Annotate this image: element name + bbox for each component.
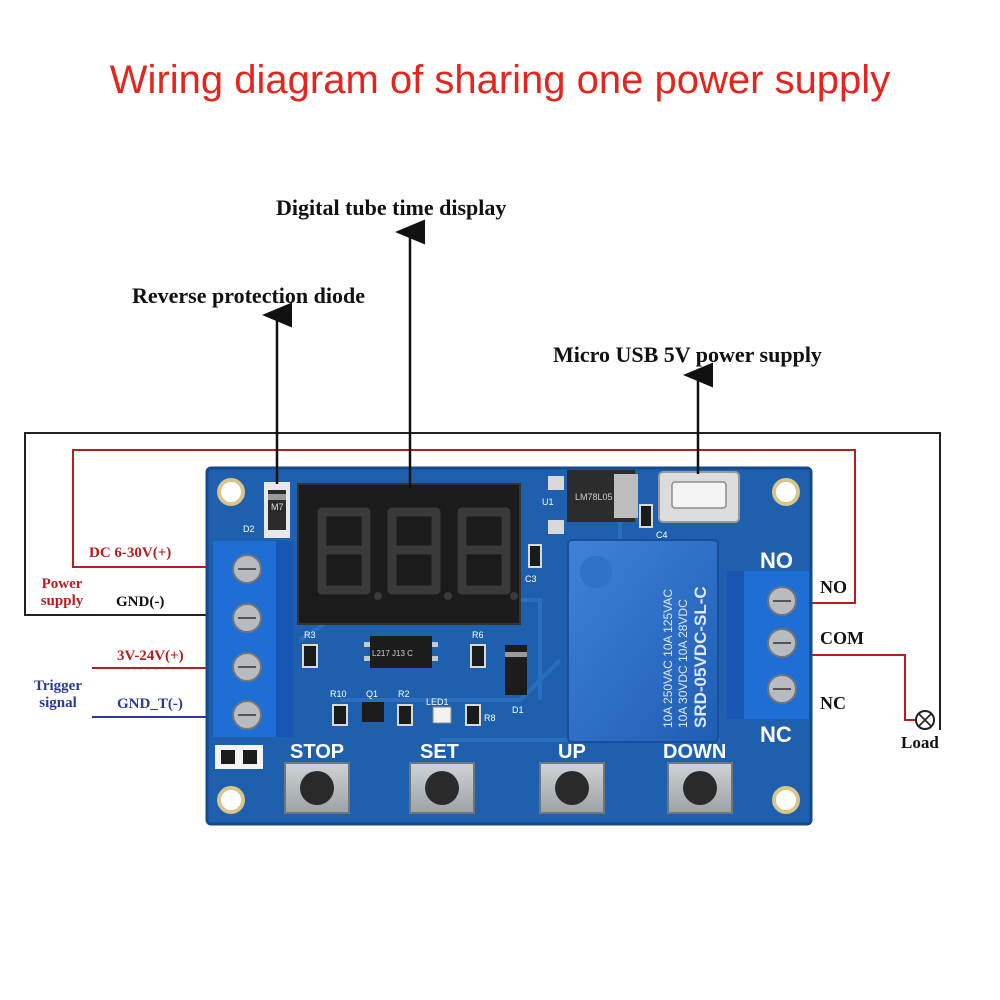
set-silk-label: SET [420, 741, 459, 763]
ref-r6: R6 [472, 630, 484, 640]
nc-silk-label: NC [760, 722, 792, 747]
silkscreen-labels: STOP SET UP DOWN NO NC SRD-05VDC-SL-C 10… [243, 492, 793, 763]
trigger-signal-line-2: signal [39, 695, 77, 711]
set-push-button [409, 762, 475, 814]
dc-input-label: DC 6-30V(+) [89, 545, 172, 561]
relay-model-label: SRD-05VDC-SL-C [691, 586, 710, 728]
trigger-gnd-label: GND_T(-) [117, 696, 183, 712]
red-wire-loop [72, 449, 856, 604]
smd-components [302, 504, 653, 726]
ref-r10: R10 [330, 689, 347, 699]
diode-marking: M7 [271, 502, 284, 512]
power-supply-group-label: Power supply [30, 576, 94, 610]
stop-push-button [284, 762, 350, 814]
relay-rating-line-2: 10A 30VDC 10A 28VDC [676, 599, 690, 728]
usb-callout-label: Micro USB 5V power supply [553, 342, 822, 367]
transistor-q1 [362, 702, 384, 722]
no-terminal-label: NO [820, 577, 847, 597]
relay [567, 539, 719, 743]
micro-usb-port [658, 471, 740, 523]
ref-q1: Q1 [366, 689, 378, 699]
ref-u1: U1 [542, 497, 554, 507]
diagram-title: Wiring diagram of sharing one power supp… [109, 58, 891, 102]
down-silk-label: DOWN [663, 741, 726, 763]
diode-callout-label: Reverse protection diode [132, 283, 365, 308]
relay-terminal-block [727, 571, 809, 719]
relay-rating-line-1: 10A 250VAC 10A 125VAC [661, 589, 675, 728]
com-terminal-label: COM [820, 628, 864, 648]
voltage-regulator [548, 470, 638, 534]
load-lamp-icon [915, 710, 935, 730]
ref-r2: R2 [398, 689, 410, 699]
pin-header [215, 745, 263, 769]
trigger-signal-group-label: Trigger signal [26, 678, 90, 712]
ref-r3: R3 [304, 630, 316, 640]
nc-terminal-label: NC [820, 693, 846, 713]
optocoupler-marking: L217 J13 C [372, 649, 413, 658]
power-supply-line-1: Power [41, 576, 83, 592]
no-silk-label: NO [760, 548, 793, 573]
seven-segment-display [297, 483, 521, 625]
ref-c4: C4 [656, 530, 668, 540]
trigger-signal-line-1: Trigger [33, 678, 83, 694]
led1 [432, 706, 452, 724]
power-supply-line-2: supply [40, 593, 84, 609]
input-terminal-block [213, 541, 293, 737]
diode-d1 [505, 645, 527, 695]
push-buttons [284, 762, 733, 814]
mounting-holes [217, 478, 800, 814]
reverse-protection-diode [264, 482, 290, 538]
ref-d1: D1 [512, 705, 524, 715]
up-silk-label: UP [558, 741, 586, 763]
load-label: Load [901, 733, 939, 752]
black-wire-loop [24, 432, 941, 730]
stop-silk-label: STOP [290, 741, 344, 763]
ref-c3: C3 [525, 574, 537, 584]
optocoupler [364, 636, 438, 668]
gnd-label: GND(-) [116, 594, 165, 610]
down-push-button [667, 762, 733, 814]
ref-led1: LED1 [426, 697, 449, 707]
ref-r8: R8 [484, 713, 496, 723]
com-load-wire [800, 654, 925, 721]
display-callout-label: Digital tube time display [276, 195, 507, 220]
ref-d2: D2 [243, 524, 255, 534]
up-push-button [539, 762, 605, 814]
regulator-marking: LM78L05 [575, 492, 613, 502]
trigger-positive-label: 3V-24V(+) [117, 648, 184, 664]
